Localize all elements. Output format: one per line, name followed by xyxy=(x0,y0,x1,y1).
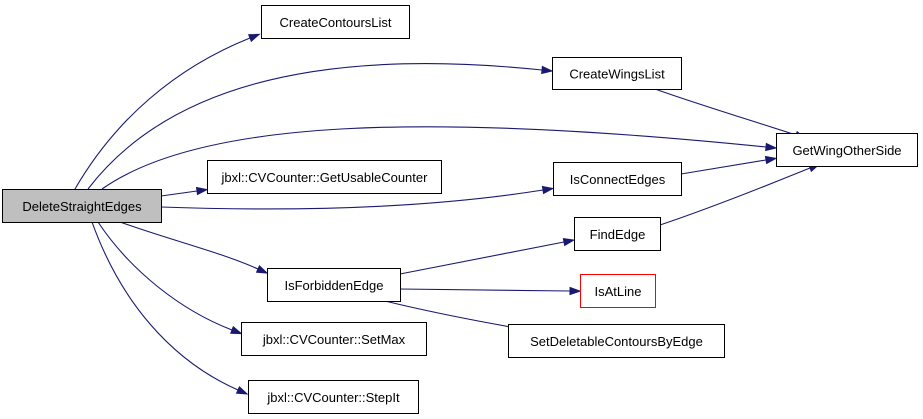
node-box[interactable] xyxy=(207,160,442,194)
edge-line xyxy=(101,126,767,190)
node-CreateWingsList[interactable]: CreateWingsList xyxy=(552,57,682,90)
edge-CreateWingsList-to-GetWingOtherSide xyxy=(654,88,807,139)
node-label: jbxl::CVCounter::StepIt xyxy=(266,390,400,405)
node-label: IsForbiddenEdge xyxy=(284,278,383,293)
node-box[interactable] xyxy=(553,162,682,196)
node-label: IsAtLine xyxy=(595,284,642,299)
node-label: jbxl::CVCounter::GetUsableCounter xyxy=(221,170,429,185)
node-box[interactable] xyxy=(776,133,918,167)
edge-line xyxy=(654,88,797,136)
node-label: GetWingOtherSide xyxy=(792,143,901,158)
node-label: IsConnectEdges xyxy=(570,172,666,187)
node-CreateContoursList[interactable]: CreateContoursList xyxy=(261,5,410,39)
node-SetMax[interactable]: jbxl::CVCounter::SetMax xyxy=(241,322,427,356)
node-FindEdge[interactable]: FindEdge xyxy=(574,217,661,251)
node-StepIt[interactable]: jbxl::CVCounter::StepIt xyxy=(248,380,419,414)
edge-line xyxy=(97,221,233,331)
arrowhead-icon xyxy=(541,185,555,195)
node-box[interactable] xyxy=(580,274,656,308)
arrowhead-icon xyxy=(562,237,576,247)
edge-DeleteStraightEdges-to-GetUsableCounter xyxy=(160,186,209,197)
edge-DeleteStraightEdges-to-CreateWingsList xyxy=(87,63,554,190)
node-IsForbiddenEdge[interactable]: IsForbiddenEdge xyxy=(267,268,401,302)
edge-line xyxy=(659,167,811,226)
node-IsConnectEdges[interactable]: IsConnectEdges xyxy=(553,162,682,196)
edge-line xyxy=(119,221,259,270)
edge-IsForbiddenEdge-to-IsAtLine xyxy=(399,286,582,296)
arrowhead-icon xyxy=(230,325,243,335)
edge-IsForbiddenEdge-to-FindEdge xyxy=(399,237,576,275)
node-GetWingOtherSide[interactable]: GetWingOtherSide xyxy=(776,133,918,167)
arrowhead-icon xyxy=(541,65,554,75)
node-label: CreateContoursList xyxy=(280,15,392,30)
node-DeleteStraightEdges[interactable]: DeleteStraightEdges xyxy=(2,189,162,223)
arrowhead-icon xyxy=(764,155,778,165)
edge-line xyxy=(680,159,767,175)
arrowhead-icon xyxy=(255,264,269,274)
node-box[interactable] xyxy=(248,380,419,414)
arrowhead-icon xyxy=(235,385,249,395)
arrowhead-icon xyxy=(765,142,778,152)
edge-DeleteStraightEdges-to-IsConnectEdges xyxy=(160,185,555,210)
arrowhead-icon xyxy=(195,186,209,196)
node-box[interactable] xyxy=(261,5,410,39)
node-label: SetDeletableContoursByEdge xyxy=(530,334,703,349)
edge-IsConnectEdges-to-GetWingOtherSide xyxy=(680,155,778,175)
arrowhead-icon xyxy=(247,33,261,43)
nodes-layer: DeleteStraightEdges CreateContoursListCre… xyxy=(2,5,918,414)
edge-line xyxy=(160,189,544,210)
edge-line xyxy=(87,63,543,190)
edge-DeleteStraightEdges-to-CreateContoursList xyxy=(74,33,261,190)
edges-layer xyxy=(74,33,821,395)
node-GetUsableCounter[interactable]: jbxl::CVCounter::GetUsableCounter xyxy=(207,160,442,194)
node-IsAtLine[interactable]: IsAtLine xyxy=(580,274,656,308)
edge-DeleteStraightEdges-to-SetMax xyxy=(97,221,243,335)
edge-line xyxy=(160,190,198,197)
node-label: DeleteStraightEdges xyxy=(22,199,142,214)
node-box[interactable] xyxy=(2,189,162,223)
node-label: FindEdge xyxy=(590,227,646,242)
node-box[interactable] xyxy=(508,324,725,358)
node-box[interactable] xyxy=(267,268,401,302)
edge-line xyxy=(399,288,571,292)
edge-DeleteStraightEdges-to-GetWingOtherSide xyxy=(101,126,778,190)
node-label: jbxl::CVCounter::SetMax xyxy=(262,332,406,347)
node-label: CreateWingsList xyxy=(569,67,665,82)
edge-line xyxy=(91,221,239,391)
edge-line xyxy=(74,37,251,190)
node-box[interactable] xyxy=(574,217,661,251)
edge-DeleteStraightEdges-to-StepIt xyxy=(91,221,249,395)
arrowhead-icon xyxy=(569,286,582,296)
edge-line xyxy=(399,241,565,275)
node-box[interactable] xyxy=(552,57,682,90)
node-SetDeletableContoursByEdge[interactable]: SetDeletableContoursByEdge xyxy=(508,324,725,358)
edge-DeleteStraightEdges-to-IsForbiddenEdge xyxy=(119,221,269,274)
node-box[interactable] xyxy=(241,322,427,356)
